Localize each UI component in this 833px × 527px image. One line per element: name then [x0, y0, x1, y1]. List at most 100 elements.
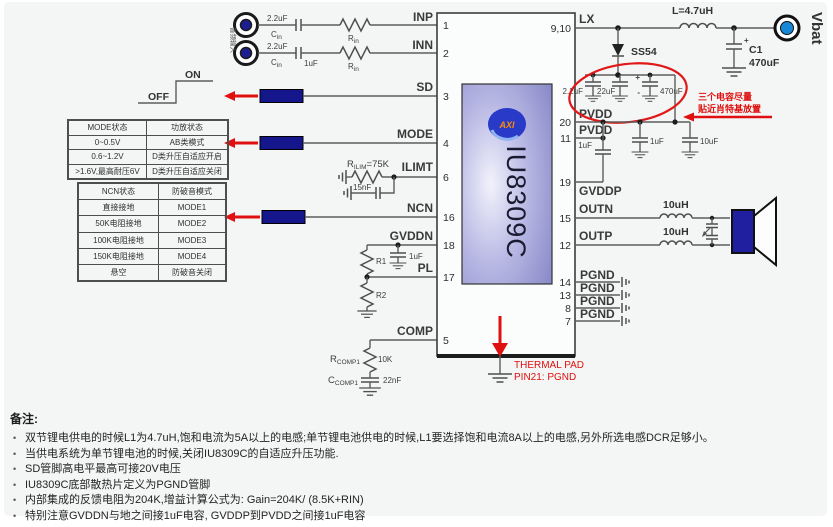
ncn-table-cell: 悬空: [78, 263, 159, 282]
circuit-canvas: 音频输入 2.2uF Cin Rin 2.2uF Cin 1uF Rin OFF: [138, 5, 825, 396]
shutdown-waveform: OFF ON: [138, 69, 213, 104]
table-row: 悬空 防破音关闭: [78, 263, 226, 282]
note-item: IU8309C底部散热片定义为PGND管脚: [10, 478, 828, 494]
pin-num-5: 5: [443, 335, 449, 347]
table-row: NCN状态 防破音模式: [78, 182, 226, 201]
pin-label-pgnd14: PGND: [580, 268, 615, 282]
table-row: 150K电阻接地 MODE4: [78, 247, 226, 265]
pin-label-inp: INP: [413, 10, 433, 24]
notes-title: 备注:: [10, 412, 38, 426]
mode-table-cell: D类升压自适应开启: [146, 149, 228, 165]
output-section: 10uH 10uH: [575, 195, 777, 268]
mode-table-cell: 0~0.5V: [68, 134, 147, 150]
comp-network: RCOMP1 10K CCOMP1 22nF: [328, 339, 437, 396]
rail-cap2-value: 10uF: [700, 137, 718, 146]
ncn-table: NCN状态 防破音模式 直接接地 MODE1 50K电阻接地 MODE2 100…: [77, 181, 227, 283]
snubber-note-line2: 贴近肖特基放置: [698, 103, 761, 114]
c1-name: C1: [749, 44, 763, 56]
speaker-icon: [731, 195, 777, 268]
table-row: MODE状态 功放状态: [68, 120, 228, 136]
pin-label-pvdd20: PVDD: [579, 107, 613, 121]
ic-body: AXI IU8309C INP INN SD MODE ILIMT NCN GV…: [390, 10, 622, 358]
pin-label-ncn: NCN: [407, 201, 433, 215]
table-row: 0.6~1.2V D类升压自适应开启: [68, 149, 228, 165]
cin1-name: Cin: [271, 30, 282, 41]
pin-num-18: 18: [443, 240, 455, 252]
vbat-jack-icon: [773, 14, 801, 42]
ncn-table-cell: MODE2: [158, 215, 226, 233]
ncn-table-cell: 防破音关闭: [158, 263, 226, 282]
snubber-note-arrow-icon: [683, 112, 694, 122]
pin-label-pgnd8: PGND: [580, 294, 615, 308]
ncn-table-cell: 直接接地: [78, 199, 159, 217]
ccomp1-label: CCOMP1: [328, 375, 358, 387]
note-item: 当供电系统为单节锂电池的时候,关闭IU8309C的自适应升压功能.: [10, 447, 828, 463]
ncn-table-cell: 50K电阻接地: [78, 215, 159, 233]
ncn-table-cell: MODE1: [158, 199, 226, 217]
rin1-name: Rin: [348, 34, 359, 45]
ncn-jumper-block[interactable]: [261, 210, 306, 224]
pin-label-lx: LX: [579, 12, 594, 26]
ccomp1-value: 22nF: [383, 376, 401, 385]
pin-label-pgnd7: PGND: [580, 307, 615, 321]
pin-num-20: 20: [559, 117, 571, 129]
mode-table-cell: AB类模式: [146, 134, 228, 150]
input-section: 音频输入 2.2uF Cin Rin 2.2uF Cin 1uF Rin: [229, 12, 437, 73]
cin2-value: 2.2uF: [267, 42, 288, 51]
pgnd-section: [575, 276, 630, 327]
note-item: SD管脚高电平最高可接20V电压: [10, 462, 828, 478]
off-label: OFF: [148, 91, 170, 103]
mode-table: MODE状态 功放状态 0~0.5V AB类模式 0.6~1.2V D类升压自适…: [67, 119, 229, 180]
pin-label-pvdd11: PVDD: [579, 123, 613, 137]
pin-label-mode: MODE: [397, 127, 433, 141]
rilim-label: RILIM=75K: [347, 159, 390, 171]
note-item: 双节锂电供电的时候L1为4.7uH,饱和电流为5A以上的电感;单节锂电池供电的时…: [10, 431, 828, 447]
ic-part-number: IU8309C: [501, 145, 531, 259]
pin-label-pl: PL: [418, 261, 433, 275]
pvdd-gvddp-cap-value: 1uF: [578, 141, 592, 150]
mode-table-header: MODE状态: [68, 120, 147, 136]
pin-label-inn: INN: [412, 38, 433, 52]
boost-section: L=4.7uH SS54 + C1 470uF Vbat: [575, 5, 825, 77]
sd-jumper-block[interactable]: [259, 89, 304, 103]
snubber-cap3-value: 470uF: [660, 87, 683, 96]
snubber-cap2-value: 22uF: [597, 87, 615, 96]
diode-ss54-icon: [612, 44, 624, 56]
thermal-pad-section: THERMAL PAD PIN21: PGND: [487, 316, 584, 383]
cin1-value: 2.2uF: [267, 14, 288, 23]
input-vertical-label: 音频输入: [229, 27, 238, 54]
ncn-row: [224, 210, 437, 224]
pin-num-12: 12: [559, 240, 571, 252]
ncn-table-cell: MODE3: [158, 231, 226, 249]
notes-list: 双节锂电供电的时候L1为4.7uH,饱和电流为5A以上的电感;单节锂电池供电的时…: [10, 431, 828, 525]
mode-jumper-block[interactable]: [259, 136, 304, 150]
pin-label-outp: OUTP: [579, 229, 612, 243]
pin-num-14: 14: [559, 277, 571, 289]
pin-num-7: 7: [565, 316, 571, 328]
ilimt-cap-value: 15nF: [353, 183, 371, 192]
sd-red-arrow-icon: [224, 91, 235, 101]
pin-num-16: 16: [443, 212, 455, 224]
gvddn-cap-value: 1uF: [409, 252, 423, 261]
c1-value: 470uF: [749, 57, 780, 69]
ncn-table-cell: 150K电阻接地: [78, 247, 159, 265]
snubber-cap1-value: 2.2uF: [563, 87, 584, 96]
resistor-rin1: [339, 17, 371, 33]
pin-num-19: 19: [559, 177, 571, 189]
cin2-extra-value: 1uF: [304, 59, 318, 68]
svg-text:AXI: AXI: [498, 120, 515, 130]
sd-row: [224, 89, 437, 103]
table-row: 100K电阻接地 MODE3: [78, 231, 226, 249]
notes-section: 备注: 双节锂电供电的时候L1为4.7uH,饱和电流为5A以上的电感;单节锂电池…: [10, 410, 828, 525]
outn-inductor-value: 10uH: [663, 199, 689, 211]
ncn-table-header: NCN状态: [78, 182, 159, 201]
ncn-table-header: 防破音模式: [158, 182, 226, 201]
pin-label-gvddn: GVDDN: [390, 229, 433, 243]
ilimt-network: RILIM=75K 15nF: [338, 159, 437, 201]
pin-num-4: 4: [443, 138, 449, 150]
snubber-note-line1: 三个电容尽量: [698, 91, 752, 102]
pin-num-2: 2: [443, 48, 449, 60]
pin-num-13: 13: [559, 290, 571, 302]
mode-table-cell: D类升压自适应关闭: [146, 163, 228, 179]
